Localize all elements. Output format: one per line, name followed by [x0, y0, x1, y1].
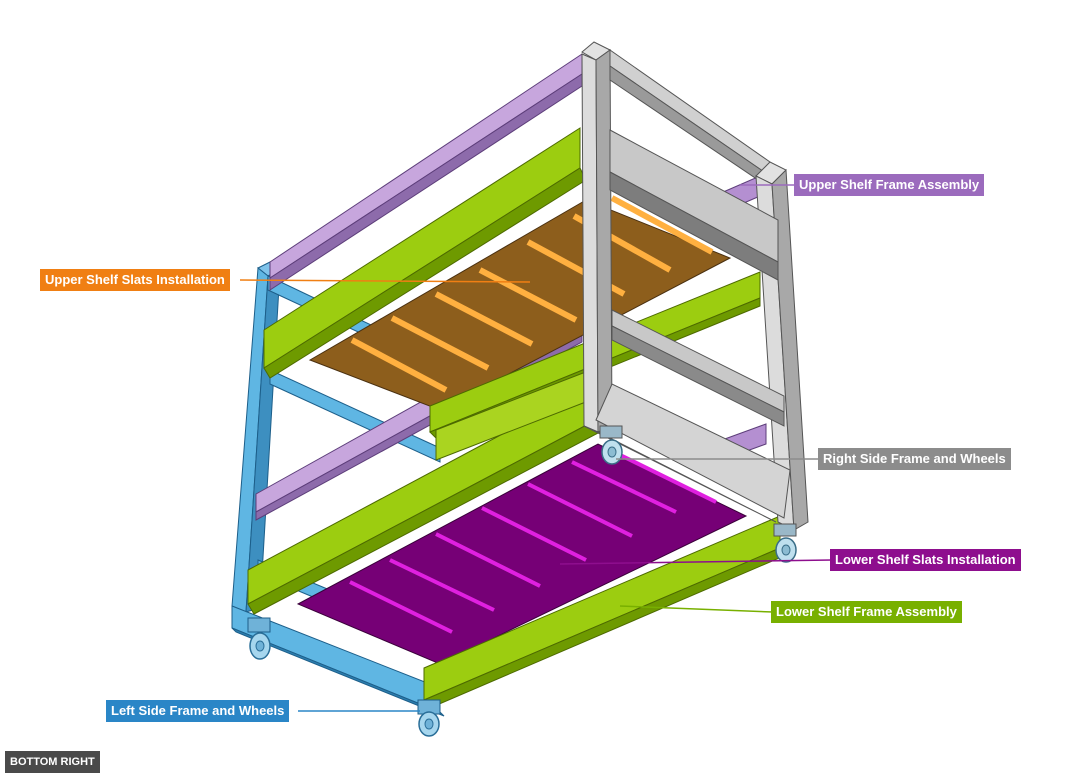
label-lower-shelf-slats-installation: Lower Shelf Slats Installation	[830, 549, 1021, 571]
label-upper-shelf-slats-installation: Upper Shelf Slats Installation	[40, 269, 230, 291]
wheel-left-back	[417, 699, 441, 737]
wheel-right-front	[599, 425, 623, 465]
wheel-right-back	[773, 523, 797, 563]
label-left-side-frame-and-wheels: Left Side Frame and Wheels	[106, 700, 290, 722]
leader-lower-frame	[619, 605, 774, 613]
leader-lower-slats	[559, 559, 833, 565]
label-right-side-frame-and-wheels: Right Side Frame and Wheels	[818, 448, 1011, 470]
leader-upper-slats	[239, 279, 531, 283]
wheel-left-front	[247, 617, 271, 660]
view-orientation-badge: BOTTOM RIGHT	[5, 751, 100, 773]
label-lower-shelf-frame-assembly: Lower Shelf Frame Assembly	[771, 601, 962, 623]
leader-lines	[239, 184, 833, 712]
lower-shelf	[247, 367, 785, 709]
label-upper-shelf-frame-assembly: Upper Shelf Frame Assembly	[794, 174, 985, 196]
right-side-frame	[581, 41, 809, 531]
lower-slats	[349, 448, 717, 634]
